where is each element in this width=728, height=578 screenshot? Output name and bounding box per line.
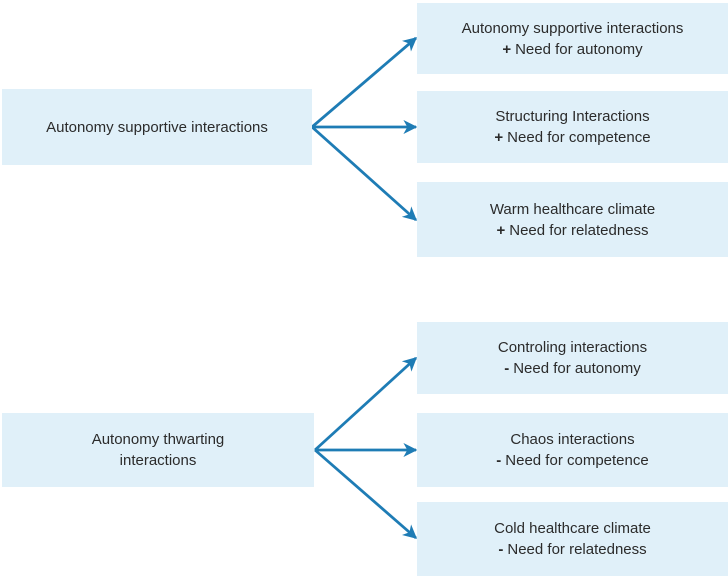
plus-sign: +: [502, 40, 512, 58]
target-box-need: +Need for autonomy: [502, 39, 642, 60]
target-box-title: Autonomy supportive interactions: [461, 19, 684, 37]
source-box-autonomy-thwarting: Autonomy thwarting interactions: [2, 413, 314, 487]
arrow-thwarting-to-autonomy: [314, 356, 418, 452]
target-box-controling-interactions: Controling interactions -Need for autono…: [417, 322, 728, 394]
source-box-label: Autonomy supportive interactions: [46, 118, 268, 136]
plus-sign: +: [494, 129, 504, 146]
need-label: Need for relatedness: [509, 221, 649, 239]
minus-sign: -: [504, 360, 510, 377]
target-box-need: -Need for relatedness: [498, 539, 646, 560]
need-label: Need for autonomy: [515, 40, 643, 58]
target-box-cold-healthcare-climate: Cold healthcare climate -Need for relate…: [417, 502, 728, 576]
need-label: Need for competence: [507, 129, 651, 146]
target-box-need: +Need for competence: [494, 127, 650, 148]
target-box-structuring-interactions: Structuring Interactions +Need for compe…: [417, 91, 728, 163]
target-box-chaos-interactions: Chaos interactions -Need for competence: [417, 413, 728, 487]
target-box-need: +Need for relatedness: [496, 220, 648, 241]
target-box-need: -Need for competence: [496, 450, 648, 471]
target-box-autonomy-supportive-interactions: Autonomy supportive interactions +Need f…: [417, 3, 728, 74]
source-box-label-line2: interactions: [119, 452, 197, 469]
source-box-autonomy-supportive: Autonomy supportive interactions: [2, 89, 312, 165]
top-arrow-fan: [311, 36, 418, 222]
target-box-title: Structuring Interactions: [495, 108, 650, 125]
target-box-title: Controling interactions: [497, 339, 648, 356]
arrow-supportive-to-autonomy: [311, 36, 418, 129]
target-box-warm-healthcare-climate: Warm healthcare climate +Need for relate…: [417, 182, 728, 257]
target-box-need: -Need for autonomy: [504, 358, 641, 379]
need-label: Need for relatedness: [507, 541, 647, 558]
target-box-title: Cold healthcare climate: [494, 520, 651, 537]
target-box-title: Chaos interactions: [510, 431, 635, 448]
target-box-title: Warm healthcare climate: [489, 200, 656, 218]
arrow-supportive-to-relatedness: [311, 125, 418, 222]
minus-sign: -: [496, 452, 502, 469]
plus-sign: +: [496, 221, 506, 239]
source-box-label-line1: Autonomy thwarting: [91, 431, 225, 448]
need-label: Need for competence: [505, 452, 649, 469]
arrow-thwarting-to-relatedness: [314, 448, 418, 540]
bottom-arrow-fan: [314, 356, 418, 540]
need-label: Need for autonomy: [513, 360, 641, 377]
minus-sign: -: [498, 541, 504, 558]
